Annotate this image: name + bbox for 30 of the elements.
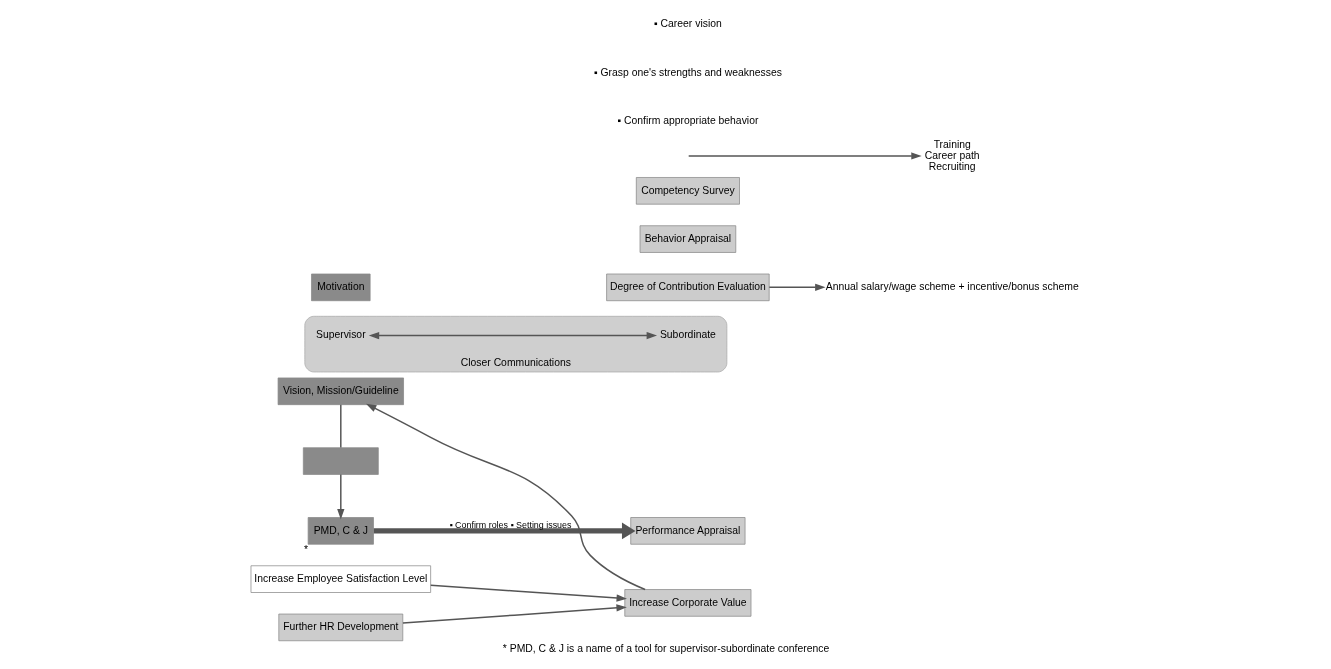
node-box: Behavior Appraisal bbox=[639, 225, 736, 253]
arrow bbox=[368, 331, 657, 340]
node-text: Training Career path Recruiting bbox=[924, 138, 980, 172]
node-text: Annual salary/wage scheme + incentive/bonus scheme bbox=[825, 281, 1079, 293]
arrow bbox=[365, 403, 646, 591]
node-box: Increase Corporate Value bbox=[623, 589, 751, 617]
node-box: Further HR Development bbox=[277, 613, 403, 642]
node-text: Subordinate bbox=[659, 329, 716, 341]
arrow bbox=[373, 522, 635, 540]
node-box: Performance Appraisal bbox=[629, 517, 745, 545]
arrow bbox=[401, 604, 627, 624]
label: ▪ Career vision bbox=[653, 18, 722, 30]
label: ▪ Confirm appropriate behavior bbox=[616, 114, 758, 126]
caption: * PMD, C & J is a name of a tool for supervisor-subordinate conference bbox=[502, 643, 829, 655]
node-label: * bbox=[303, 543, 308, 555]
node-box: Competency Survey bbox=[635, 177, 740, 205]
connector bbox=[339, 403, 342, 449]
arrow bbox=[336, 473, 344, 520]
label: ▪ Grasp one's strengths and weaknesses bbox=[593, 66, 782, 78]
node-box: PMD, C & J bbox=[307, 517, 374, 545]
node-box: Increase Employee Satisfaction Level bbox=[250, 565, 431, 593]
node-box: Degree of Contribution Evaluation bbox=[605, 273, 770, 302]
node-box: Vision, Mission/Guideline bbox=[277, 377, 404, 406]
node-text: Supervisor bbox=[315, 329, 366, 341]
arrow bbox=[687, 152, 922, 160]
node-box bbox=[302, 447, 379, 475]
arrow bbox=[429, 584, 627, 602]
node-box: Motivation bbox=[310, 273, 370, 302]
arrow bbox=[768, 283, 826, 291]
edge-label: ▪ Confirm roles ▪ Setting issues bbox=[448, 520, 571, 531]
